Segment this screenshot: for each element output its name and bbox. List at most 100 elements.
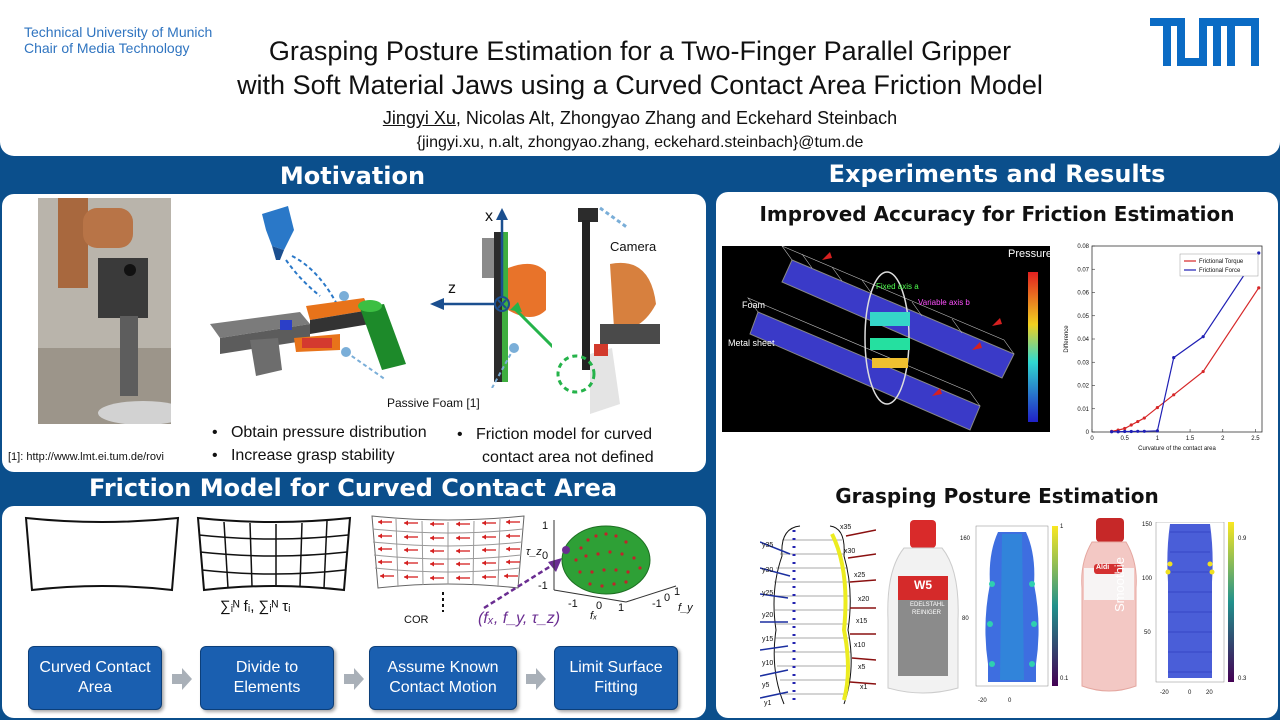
cor-label: COR — [404, 614, 429, 626]
foam-label: Foam — [742, 300, 766, 310]
title-line-1: Grasping Posture Estimation for a Two-Fi… — [268, 36, 1012, 66]
fx-tick-1: 1 — [618, 602, 625, 614]
y-tick-label: 0.01 — [1077, 407, 1089, 413]
title-line-2: with Soft Material Jaws using a Curved C… — [237, 70, 1043, 100]
passive-foam-label: Passive Foam [1] — [387, 396, 480, 410]
pressure-label: Pressure — [1008, 248, 1053, 260]
fx-tick-minus-1: -1 — [568, 598, 578, 610]
y-tick-label: 0.06 — [1077, 291, 1089, 297]
fx-tick-0: 0 — [596, 600, 603, 612]
data-point — [1201, 369, 1205, 374]
x-tick-label: 0.5 — [1121, 436, 1130, 442]
y-tick-label: 0 — [1086, 430, 1090, 436]
cbar1-tick-bottom: 0.1 — [1060, 676, 1069, 682]
flow-step-curved-contact-area: Curved Contact Area — [28, 646, 162, 710]
data-point — [1136, 419, 1140, 424]
chair-name: Chair of Media Technology — [24, 40, 190, 56]
force-torque-label: (fₓ, f_y, τ_z) — [478, 610, 561, 627]
friction-accuracy-subtitle: Improved Accuracy for Friction Estimatio… — [759, 202, 1235, 226]
data-point — [1172, 393, 1176, 397]
sum-formula: ∑ᵢᴺ fᵢ, ∑ᵢᴺ τᵢ — [220, 598, 291, 615]
fy-tick-minus-1: -1 — [652, 598, 662, 610]
foam-simulation: Pressure Foam Metal sheet Fixed axis a V… — [722, 246, 1053, 432]
plot2-ytick-150: 150 — [1142, 522, 1153, 528]
bullet-stability: • Increase grasp stability — [212, 447, 395, 464]
series-line-force — [1111, 252, 1260, 433]
label-x5: x5 — [858, 664, 866, 671]
divided-elements-grid — [196, 516, 352, 592]
flow-step-contact-motion: Assume Known Contact Motion — [369, 646, 517, 710]
plot-area — [1091, 245, 1263, 433]
poster-header: Technical University of Munich Chair of … — [0, 0, 1280, 156]
metal-sheet-label: Metal sheet — [728, 338, 775, 348]
bullet-friction-line-1: Friction model for curved — [475, 426, 652, 443]
fy-tick-1: 1 — [674, 586, 681, 598]
gripper-diagram — [210, 206, 406, 381]
cbar1-tick-top: 1 — [1060, 524, 1064, 530]
variable-axis-label: Variable axis b — [918, 298, 970, 307]
plot2-xtick-minus-20: -20 — [1160, 690, 1169, 696]
y-axis-label: Difference — [1064, 325, 1070, 353]
y-tick-label: 0.08 — [1077, 244, 1089, 250]
y-tick-label: 0.05 — [1077, 314, 1089, 320]
flow-arrow-3 — [526, 668, 546, 690]
plot1-xtick-minus-20: -20 — [978, 698, 987, 704]
force-arrow — [483, 558, 562, 610]
plot1-ytick-160: 160 — [960, 536, 971, 542]
bottle-contour-plot — [760, 525, 876, 705]
bullet-pressure-text: Obtain pressure distribution — [230, 424, 427, 441]
pressure-colorbar — [1028, 272, 1038, 422]
tau-tick-1: 1 — [542, 520, 549, 532]
motivation-panel: x z Camera Passive Foam [1] • Obtain pre… — [2, 194, 706, 472]
label-y15: y15 — [762, 636, 774, 643]
x-tick-label: 2.5 — [1251, 436, 1260, 442]
first-author: Jingyi Xu — [382, 108, 456, 128]
label-y1: y1 — [764, 700, 772, 707]
axis-fy-label: f_y — [678, 602, 693, 614]
flow-step-divide-elements: Divide to Elements — [200, 646, 334, 710]
bullet-friction-model-line-2: contact area not defined — [482, 449, 654, 466]
other-authors: , Nicolas Alt, Zhongyao Zhang and Eckeha… — [455, 108, 898, 128]
experiments-panel: Improved Accuracy for Friction Estimatio… — [716, 192, 1278, 718]
data-point — [1155, 405, 1159, 410]
label-x20: x20 — [858, 596, 870, 603]
data-point — [1257, 286, 1261, 290]
series-line-torque — [1111, 287, 1260, 432]
data-point — [1116, 430, 1120, 434]
axis-fx-label: fₓ — [590, 610, 598, 622]
curved-contact-area-shape — [24, 516, 180, 592]
label-y30: y30 — [762, 567, 774, 574]
contact-motion-grid — [371, 515, 525, 589]
data-point — [1142, 429, 1146, 433]
reference-link[interactable]: [1]: http://www.lmt.ei.tum.de/rovi — [8, 451, 164, 463]
axis-z-label: z — [448, 280, 456, 297]
smoothie-bottle-photo — [1081, 518, 1137, 692]
fy-tick-0: 0 — [664, 592, 671, 604]
robot-photo — [38, 198, 171, 424]
motivation-title: Motivation — [279, 162, 426, 190]
w5-brand: W5 — [914, 578, 932, 592]
data-point — [1129, 423, 1133, 427]
label-x30: x30 — [844, 548, 856, 555]
w5-pressure-plot — [975, 525, 1058, 687]
friction-title: Friction Model for Curved Contact Area — [88, 474, 618, 502]
data-point — [1110, 430, 1114, 434]
label-y20: y20 — [762, 612, 774, 619]
data-point — [1172, 356, 1176, 360]
plot1-ytick-80: 80 — [962, 616, 969, 622]
label-y10: y10 — [762, 660, 774, 667]
foam-mesh-render — [747, 246, 1015, 431]
label-x1: x1 — [860, 684, 868, 691]
flow-step-limit-surface: Limit Surface Fitting — [554, 646, 678, 710]
camera-setup-photo — [556, 206, 660, 414]
y-tick-label: 0.04 — [1077, 337, 1089, 343]
y-tick-label: 0.03 — [1077, 360, 1089, 366]
legend-entry: Frictional Torque — [1199, 259, 1244, 265]
bullet-friction-model: • Friction model for curved — [457, 426, 652, 443]
legend-entry: Frictional Force — [1199, 268, 1241, 274]
data-point — [1142, 416, 1146, 420]
data-point — [1155, 429, 1159, 433]
x-tick-label: 1.5 — [1186, 436, 1195, 442]
bullet-pressure: • Obtain pressure distribution — [212, 424, 427, 441]
